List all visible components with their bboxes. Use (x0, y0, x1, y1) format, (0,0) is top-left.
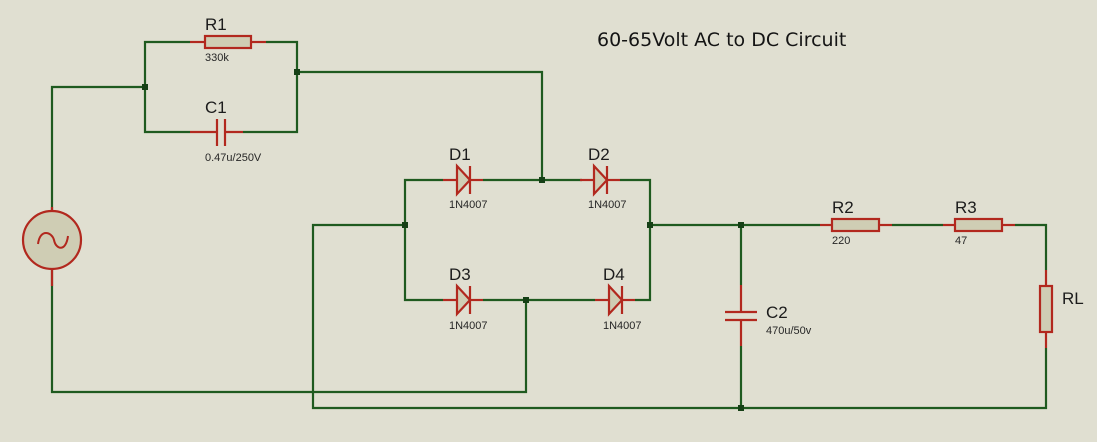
resistor-r2-body (830, 217, 881, 233)
r2-value: 220 (832, 235, 850, 247)
wire-negative-rail (311, 223, 741, 410)
resistor-rl-body (1038, 284, 1054, 334)
junction-dot (738, 405, 744, 411)
diode-d2[interactable]: D2 1N4007 (580, 145, 627, 211)
rl-label: RL (1062, 289, 1084, 308)
d2-label: D2 (588, 145, 610, 164)
d4-value: 1N4007 (603, 320, 642, 332)
junction-dot (539, 177, 545, 183)
wire-source-bottom (50, 268, 528, 394)
c1-value: 0.47u/250V (205, 152, 262, 164)
diode-d1[interactable]: D1 1N4007 (443, 145, 488, 211)
diode-d3[interactable]: D3 1N4007 (443, 265, 488, 332)
wire-bridge-top-right (620, 178, 652, 225)
resistor-r3-body (953, 217, 1004, 233)
r3-label: R3 (955, 198, 977, 217)
wire-rc-to-bridge (297, 70, 544, 180)
junction-dot (738, 222, 744, 228)
wire-rc-left (143, 40, 190, 134)
junction-dot (402, 222, 408, 228)
capacitor-c1[interactable]: C1 0.47u/250V (190, 98, 262, 164)
resistor-r2[interactable]: R2 220 (820, 198, 892, 247)
c1-label: C1 (205, 98, 227, 117)
d4-label: D4 (603, 265, 625, 284)
r3-value: 47 (955, 235, 967, 247)
ac-source-body (21, 209, 83, 271)
junction-dot (294, 69, 300, 75)
ac-source[interactable] (21, 207, 83, 286)
wire-bridge-bottom-left (403, 225, 443, 302)
wire-rl-return (741, 348, 1048, 410)
d2-value: 1N4007 (588, 199, 627, 211)
wire-bridge-bottom-right (635, 225, 652, 302)
r2-label: R2 (832, 198, 854, 217)
r1-label: R1 (205, 15, 227, 34)
junction-dot (523, 297, 529, 303)
resistor-r1-body (203, 34, 253, 50)
resistor-rl[interactable]: RL (1038, 270, 1084, 348)
d1-value: 1N4007 (449, 199, 488, 211)
d3-label: D3 (449, 265, 471, 284)
junctions (142, 69, 744, 411)
junction-dot (142, 84, 148, 90)
diagram-title: 60-65Volt AC to DC Circuit (597, 29, 846, 51)
sine-wave-icon (37, 232, 69, 249)
r1-value: 330k (205, 52, 229, 64)
wire-r3-rl (1015, 223, 1048, 270)
d3-value: 1N4007 (449, 320, 488, 332)
wire-rc-right (243, 40, 299, 134)
c2-value: 470u/50v (766, 325, 812, 337)
junction-dot (647, 222, 653, 228)
capacitor-c2[interactable]: C2 470u/50v (725, 285, 812, 346)
diode-d4[interactable]: D4 1N4007 (595, 265, 642, 332)
d1-label: D1 (449, 145, 471, 164)
wire-source-top (50, 85, 145, 212)
resistor-r3[interactable]: R3 47 (943, 198, 1015, 247)
c2-label: C2 (766, 303, 788, 322)
resistor-r1[interactable]: R1 330k (190, 15, 266, 64)
wires (50, 40, 1048, 410)
wire-bridge-top-left (403, 178, 443, 225)
